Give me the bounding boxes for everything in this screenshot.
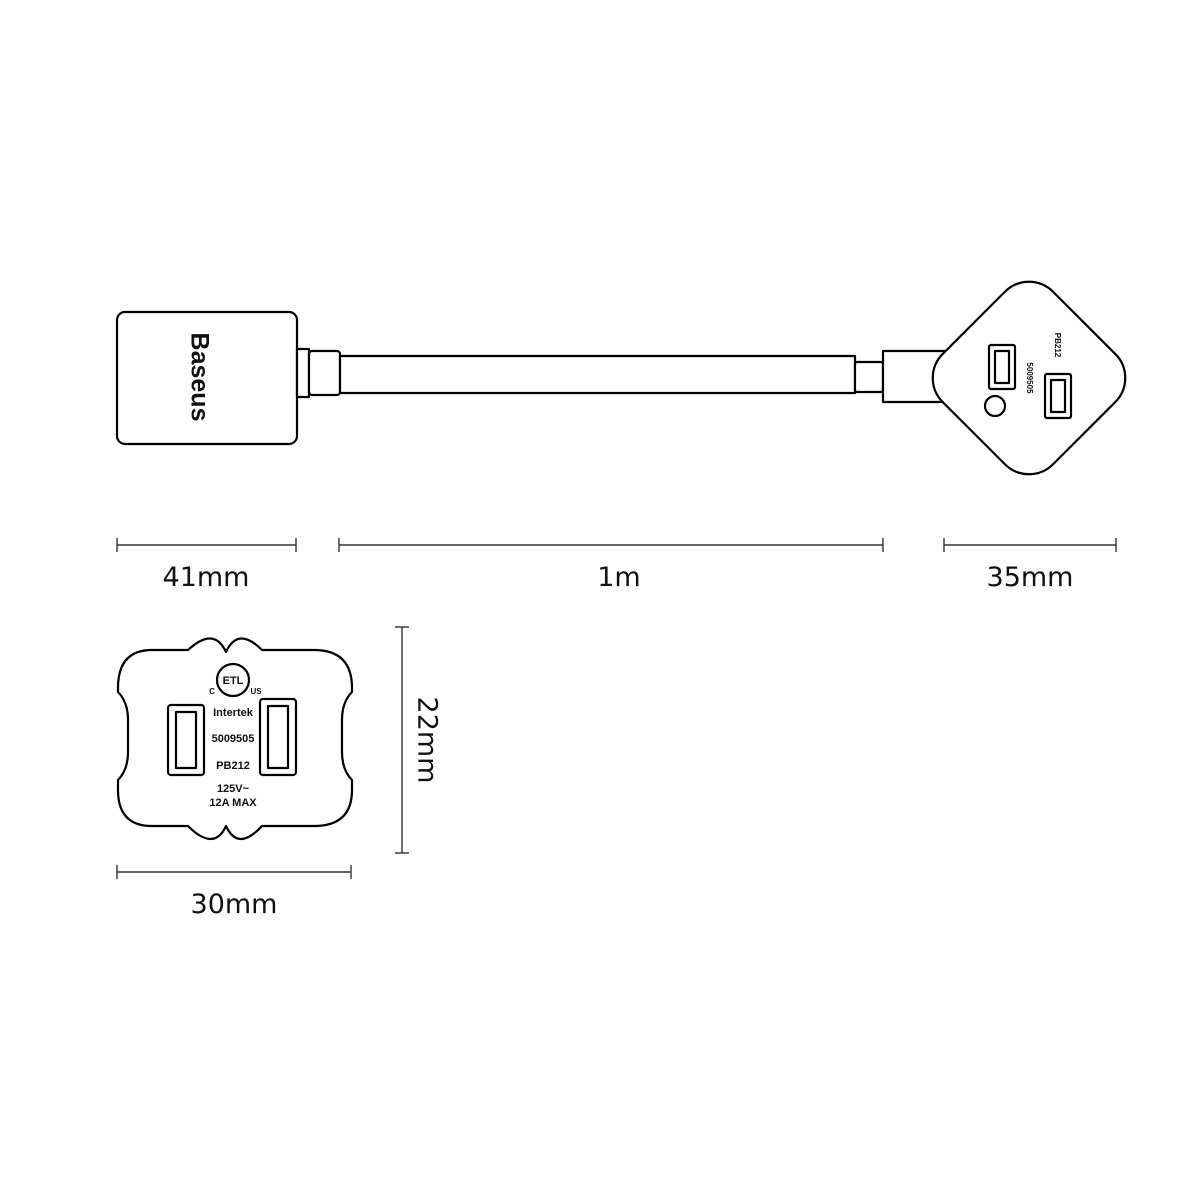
cable <box>338 354 857 395</box>
prong-left-inner <box>174 710 198 770</box>
dimension-plug-width: 30mm <box>116 865 352 920</box>
dimension-cable-length-label: 1m <box>597 562 640 593</box>
plug-face: ETL C US Intertek 5009505 PB212 125V~ 12… <box>116 637 354 841</box>
svg-text:ETL: ETL <box>223 675 244 687</box>
head-strain-relief <box>307 349 342 397</box>
plug-current-text: 12A MAX <box>209 797 257 809</box>
head-neck <box>295 347 311 399</box>
dimension-head-length-label: 41mm <box>163 562 250 593</box>
plug-strain-relief-small <box>853 360 885 394</box>
dimension-plug-height: 22mm <box>395 626 443 854</box>
plug-cert-number: 5009505 <box>212 733 255 745</box>
svg-text:5009505: 5009505 <box>1025 362 1034 394</box>
prong-right <box>258 697 298 777</box>
prong-right-inner <box>266 704 290 770</box>
plug-model-text: PB212 <box>216 760 250 772</box>
plug-tester-text: Intertek <box>213 707 254 719</box>
dimension-cable-length: 1m <box>338 538 884 593</box>
dimension-plug-width-label: 30mm <box>191 889 278 920</box>
cable-assembly: Baseus 5009505 PB212 <box>115 280 1127 476</box>
dimension-plug-length-label: 35mm <box>987 562 1074 593</box>
prong-left <box>166 703 206 777</box>
plug-face-outline <box>116 637 354 841</box>
dimension-head-length: 41mm <box>116 538 297 593</box>
dimension-plug-height-label: 22mm <box>412 697 443 784</box>
svg-text:C: C <box>209 687 215 696</box>
angled-plug: 5009505 PB212 <box>931 280 1127 476</box>
dimension-plug-length: 35mm <box>943 538 1117 593</box>
svg-text:US: US <box>250 687 262 696</box>
etl-cert-mark: ETL C US <box>209 662 262 698</box>
brand-logo-text: Baseus <box>185 333 213 422</box>
svg-text:PB212: PB212 <box>1053 333 1062 358</box>
plug-voltage-text: 125V~ <box>217 783 250 795</box>
